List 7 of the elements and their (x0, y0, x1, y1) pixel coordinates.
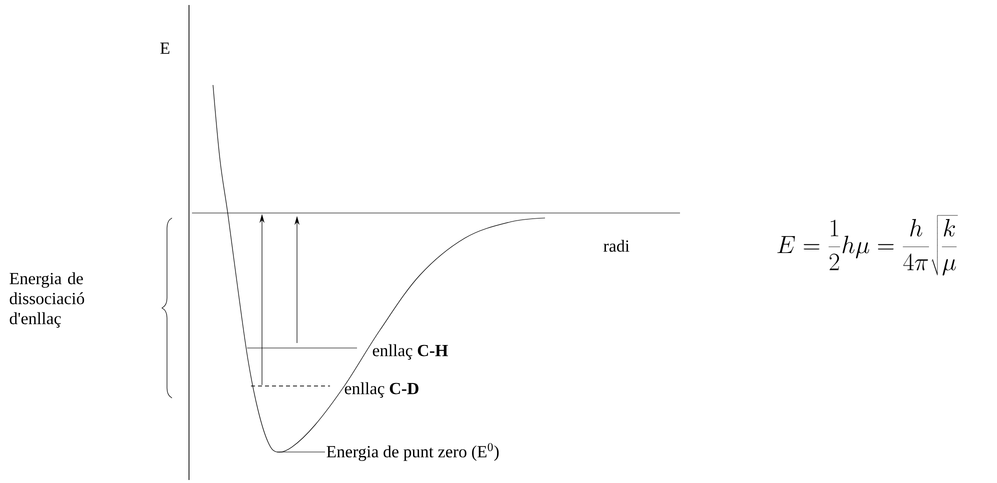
brace-label: Energia de dissociació d'enllaç (10, 272, 84, 328)
annotation-text: Energia de punt zero (E$^{0}$) (326, 443, 499, 461)
level-label: enllaç C-D (344, 382, 418, 398)
formula: $E = \frac{1}{2}h\mu = \frac{h}{4\pi}\sqrt{\frac{k}{\mu}}$ (777, 215, 958, 276)
axis-label: E (160, 42, 170, 54)
level-label: enllaç C-H (372, 344, 448, 360)
axis-label: radi (604, 240, 630, 252)
